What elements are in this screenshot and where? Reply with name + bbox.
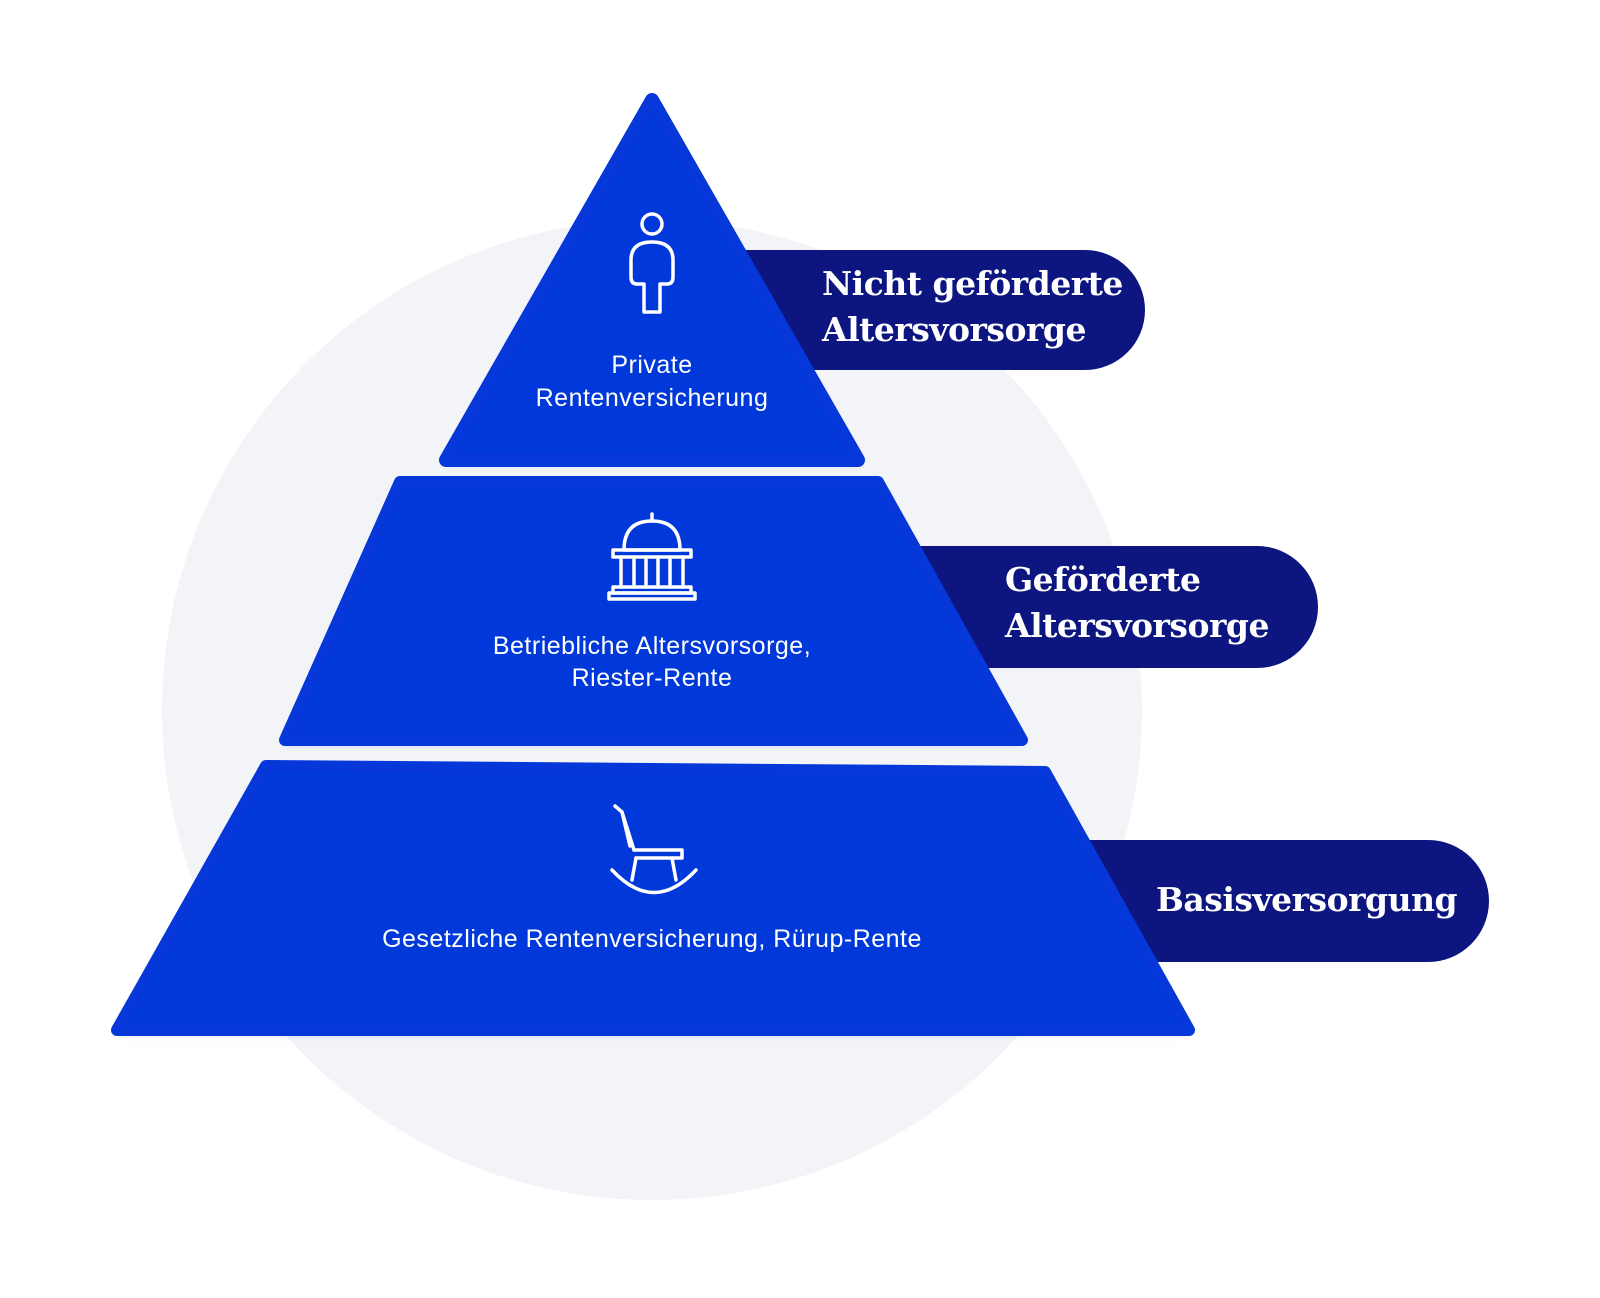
category-label-top-line-1: Nicht geförderte — [822, 264, 1123, 303]
layer-top-label-line-2: Rentenversicherung — [536, 384, 769, 412]
pyramid-layer-top-outline — [439, 93, 865, 467]
pyramid-layer-bottom — [111, 760, 1195, 1036]
category-pill-top-shape — [720, 250, 1145, 370]
pyramid-layer-middle-outline — [279, 476, 1028, 746]
pyramid-layer-bottom-shape — [117, 766, 1189, 1030]
pyramid-layer-middle-shape — [285, 482, 1022, 740]
layer-top-label-line-1: Private — [611, 351, 692, 379]
layer-bottom-label: Gesetzliche Rentenversicherung, Rürup-Re… — [382, 925, 922, 953]
category-label-middle-line-2: Altersvorsorge — [1004, 606, 1269, 645]
pyramid-layer-middle — [279, 476, 1028, 746]
pyramid-layer-bottom-outline — [111, 760, 1195, 1036]
category-pill-middle: Geförderte Altersvorsorge — [880, 546, 1318, 668]
person-icon — [629, 212, 675, 314]
pyramid-layer-top — [439, 93, 865, 467]
layer-middle-label-line-1: Betriebliche Altersvorsorge, — [493, 632, 811, 660]
institution-building-icon — [607, 512, 697, 601]
category-pill-bottom: Basisversorgung — [1030, 840, 1489, 962]
category-pill-top: Nicht geförderte Altersvorsorge — [720, 250, 1145, 370]
category-label-top-line-2: Altersvorsorge — [821, 310, 1086, 349]
layer-middle-label-line-2: Riester-Rente — [572, 664, 733, 692]
category-label-bottom: Basisversorgung — [1156, 880, 1458, 919]
pyramid-layer-top-shape — [446, 100, 858, 460]
category-pill-bottom-shape — [1030, 840, 1489, 962]
rocking-chair-icon — [610, 804, 698, 895]
category-label-middle-line-1: Geförderte — [1005, 560, 1200, 599]
category-pill-middle-shape — [880, 546, 1318, 668]
